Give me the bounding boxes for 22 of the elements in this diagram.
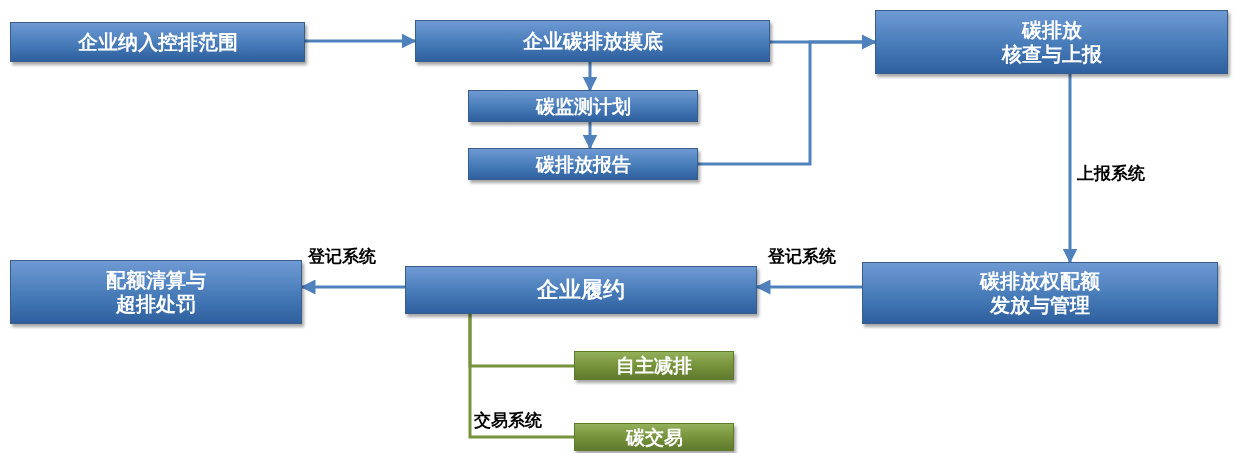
action-box: 碳交易 (574, 423, 734, 451)
process-box: 碳排放报告 (468, 148, 698, 180)
process-box: 碳监测计划 (468, 90, 698, 122)
arrow (1062, 74, 1078, 264)
edge-label: 登记系统 (306, 245, 378, 268)
arrow (582, 122, 598, 150)
arrow (300, 279, 405, 295)
edge-label: 交易系统 (472, 409, 544, 432)
process-box: 配额清算与超排处罚 (10, 260, 302, 324)
arrow (582, 62, 598, 92)
process-box: 企业纳入控排范围 (10, 22, 305, 62)
action-box: 自主减排 (574, 351, 734, 380)
process-box: 碳排放权配额发放与管理 (862, 262, 1218, 324)
process-box: 企业履约 (405, 266, 757, 314)
edge-label: 上报系统 (1075, 162, 1147, 185)
arrow (305, 33, 417, 49)
process-box: 碳排放核查与上报 (875, 10, 1228, 74)
process-box: 企业碳排放摸底 (415, 20, 770, 62)
connector-line (468, 314, 574, 439)
arrow (755, 279, 862, 295)
arrow (698, 34, 877, 166)
edge-label: 登记系统 (766, 245, 838, 268)
